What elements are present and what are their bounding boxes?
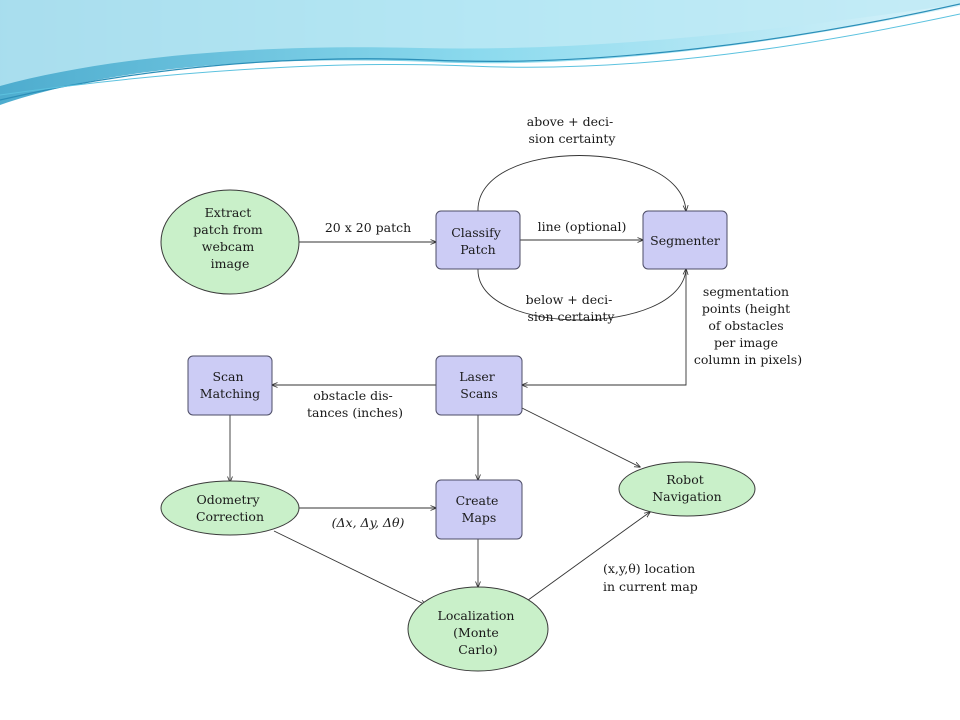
node-extract-label: Extract patch from webcam image (193, 205, 266, 271)
localization-line: Carlo) (458, 642, 497, 657)
extract-line: webcam (202, 239, 255, 254)
edge-classify-above-segmenter (477, 155, 686, 212)
extract-line: patch from (193, 222, 263, 237)
extract-line: Extract (205, 205, 252, 220)
node-scan-matching-label: Scan Matching (200, 369, 260, 401)
node-robot-navigation: Robot Navigation (618, 461, 756, 517)
label-below-decision: below + deci- sion certainty (526, 292, 617, 324)
label-location: (x,y,θ) location in current map (603, 561, 699, 594)
label-delta-odometry: (Δx, Δy, Δθ) (332, 515, 405, 530)
robot-navigation-line: Robot (666, 472, 704, 487)
label-patch-size: 20 x 20 patch (325, 220, 411, 235)
segmenter-line: Segmenter (650, 233, 720, 248)
diagram-panel: Extract patch from webcam image Classify… (146, 97, 824, 690)
label-segmentation-points: segmentation points (height of obstacles… (694, 284, 802, 367)
odometry-line: Odometry (196, 492, 260, 507)
create-maps-line: Maps (462, 510, 497, 525)
classify-line: Classify (451, 225, 501, 240)
localization-line: Localization (438, 608, 515, 623)
scan-matching-line: Scan (212, 369, 243, 384)
edge-laser-to-navigation (515, 404, 640, 467)
node-laser-scans: Laser Scans (435, 355, 523, 416)
edge-localization-to-navigation (523, 512, 650, 604)
create-maps-line: Create (456, 493, 499, 508)
label-above-decision: above + deci- sion certainty (527, 114, 617, 146)
localization-line: (Monte (453, 625, 499, 640)
node-laser-scans-label: Laser Scans (459, 369, 499, 401)
node-classify-patch: Classify Patch (435, 210, 521, 270)
laser-scans-line: Laser (459, 369, 495, 384)
odometry-line: Correction (196, 509, 264, 524)
classify-line: Patch (460, 242, 495, 257)
node-create-maps-label: Create Maps (456, 493, 503, 525)
node-extract-patch: Extract patch from webcam image (160, 189, 300, 295)
node-scan-matching: Scan Matching (187, 355, 273, 416)
flow-diagram: Extract patch from webcam image Classify… (160, 114, 802, 672)
edge-segmenter-to-laser (522, 269, 687, 385)
node-localization-label: Localization (Monte Carlo) (438, 608, 519, 657)
node-create-maps: Create Maps (435, 479, 523, 540)
node-segmenter-label: Segmenter (650, 233, 720, 248)
scan-matching-line: Matching (200, 386, 260, 401)
node-odometry-correction: Odometry Correction (160, 480, 300, 536)
node-segmenter: Segmenter (642, 210, 728, 270)
node-odometry-label: Odometry Correction (196, 492, 264, 524)
node-localization: Localization (Monte Carlo) (407, 586, 549, 672)
robot-navigation-line: Navigation (652, 489, 722, 504)
node-robot-navigation-label: Robot Navigation (652, 472, 722, 504)
label-obstacle-distances: obstacle dis- tances (inches) (307, 388, 403, 420)
extract-line: image (211, 256, 250, 271)
label-line-optional: line (optional) (538, 219, 627, 234)
laser-scans-line: Scans (460, 386, 497, 401)
node-classify-label: Classify Patch (451, 225, 505, 257)
edge-odometry-to-localization (273, 530, 426, 605)
top-wave-banner (0, 0, 960, 105)
